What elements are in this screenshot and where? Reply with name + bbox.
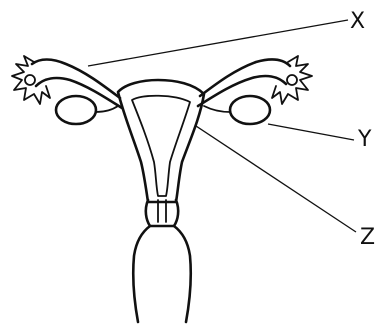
right-ovary	[204, 96, 270, 124]
leader-line-z	[196, 126, 356, 232]
leader-line-y	[268, 124, 354, 140]
left-fallopian-tube	[32, 60, 122, 109]
right-fimbriae	[272, 56, 312, 104]
vagina	[133, 226, 191, 322]
leader-line-x	[88, 20, 348, 66]
cervix	[146, 200, 178, 226]
label-x: X	[350, 9, 365, 34]
label-y: Y	[357, 127, 372, 152]
right-fallopian-tube	[198, 59, 290, 106]
label-z: Z	[360, 225, 375, 250]
uterus	[118, 80, 204, 202]
